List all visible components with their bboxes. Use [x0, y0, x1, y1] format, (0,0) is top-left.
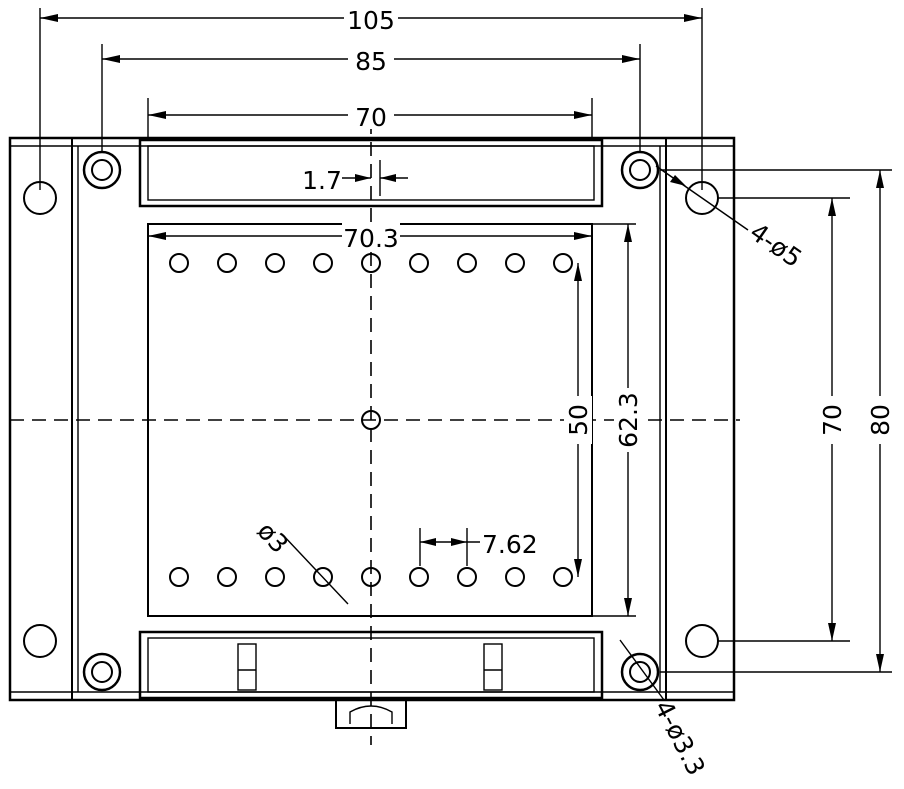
corner-hole-top-left: [82, 150, 122, 190]
bottom-terminal-block: [138, 630, 604, 700]
corner-hole-bottom-right: [620, 652, 660, 692]
arrow: [574, 232, 592, 240]
arrow: [148, 232, 166, 240]
pin-hole: [313, 253, 333, 273]
corner-hole-top-right-inner: [629, 159, 651, 181]
pin-hole: [265, 253, 285, 273]
label-bg: [614, 388, 642, 452]
leader-corner-hole: [619, 639, 665, 701]
arrow: [574, 111, 592, 119]
label-bg: [348, 45, 394, 73]
pin-hole: [457, 567, 477, 587]
dim-pin-diameter: ø3: [252, 516, 294, 559]
corner-hole-top-left-inner: [91, 159, 113, 181]
dim-overall-height: 80: [866, 404, 895, 436]
corner-hole-top-right: [620, 150, 660, 190]
top-terminal-block: [138, 138, 604, 208]
arrow: [624, 224, 632, 242]
arrow: [684, 14, 702, 22]
pin-hole: [169, 567, 189, 587]
dim-terminal-strip-width: 70: [355, 103, 387, 132]
label-bg: [302, 164, 342, 192]
corner-holes: [82, 150, 660, 692]
arrow: [574, 263, 582, 281]
arrow: [102, 55, 120, 63]
pin-hole: [361, 253, 381, 273]
center-hole: [361, 410, 381, 430]
arrow: [355, 174, 371, 182]
dim-pin-offset: 1.7: [302, 166, 342, 195]
pin-hole: [169, 253, 189, 273]
arrow: [828, 198, 836, 216]
bottom-latch-right: [483, 643, 503, 691]
mount-hole-bottom-left: [23, 624, 57, 658]
pin-hole: [553, 253, 573, 273]
arrow: [876, 654, 884, 672]
dim-mount-hole-spacing: 85: [355, 47, 387, 76]
pin-hole: [505, 567, 525, 587]
label-bg: [818, 396, 846, 444]
dim-overall-width: 105: [347, 6, 395, 35]
pin-hole: [265, 567, 285, 587]
leader-pin-diameter: [281, 533, 349, 605]
arrow: [876, 170, 884, 188]
pin-hole: [217, 567, 237, 587]
arrow: [380, 174, 396, 182]
pin-hole: [313, 567, 333, 587]
arrow: [420, 538, 436, 546]
label-bg: [342, 222, 400, 250]
pin-hole: [409, 253, 429, 273]
arrow: [624, 598, 632, 616]
dim-corner-hole-callout: 4-ø3.3: [649, 696, 711, 780]
arrow: [622, 55, 640, 63]
label-bg: [344, 4, 398, 32]
corner-hole-bottom-right-inner: [629, 661, 651, 683]
dim-pcb-width: 70.3: [343, 224, 399, 253]
label-bg: [348, 101, 394, 129]
pin-hole: [361, 567, 381, 587]
dim-pin-row-spacing: 50: [564, 404, 593, 436]
corner-hole-bottom-left-inner: [91, 661, 113, 683]
dim-mount-vertical-spacing: 70: [818, 404, 847, 436]
label-bg: [564, 396, 592, 444]
dim-pcb-height: 62.3: [614, 392, 643, 448]
pin-hole: [457, 253, 477, 273]
pcb-pin-holes: [169, 253, 573, 587]
leader-mount-hole: [655, 165, 749, 231]
arrow: [670, 175, 686, 186]
arrow: [148, 111, 166, 119]
pin-hole: [505, 253, 525, 273]
pin-hole: [553, 567, 573, 587]
bottom-latch-left: [237, 643, 257, 691]
enclosure-outline: [8, 136, 736, 702]
label-bg: [866, 396, 894, 444]
mount-hole-bottom-right: [685, 624, 719, 658]
dim-mount-hole-callout: 4-ø5: [745, 217, 808, 273]
arrow: [40, 14, 58, 22]
arrow: [828, 623, 836, 641]
pin-hole: [217, 253, 237, 273]
pin-hole: [409, 567, 429, 587]
arrow: [574, 559, 582, 577]
arrow: [451, 538, 467, 546]
dim-pin-pitch: 7.62: [482, 530, 538, 559]
corner-hole-bottom-left: [82, 652, 122, 692]
